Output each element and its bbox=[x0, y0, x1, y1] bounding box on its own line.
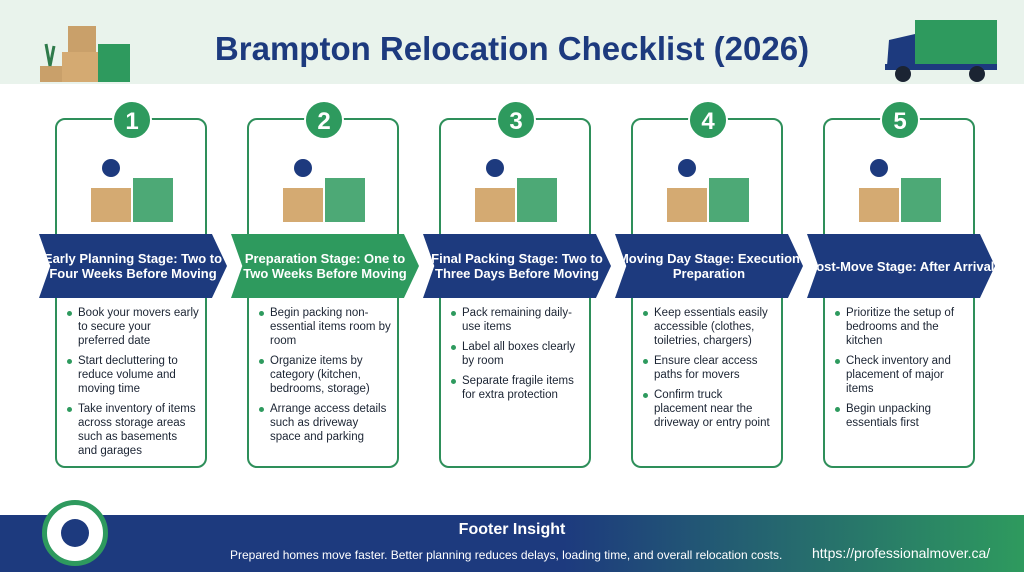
stage-illustration bbox=[91, 159, 173, 222]
stage-title-ribbon: Preparation Stage: One to Two Weeks Befo… bbox=[231, 234, 419, 298]
checklist: Prioritize the setup of bedrooms and the… bbox=[833, 306, 967, 436]
checklist-item: Pack remaining daily-use items bbox=[449, 306, 583, 334]
step-number-badge: 3 bbox=[496, 100, 536, 140]
footer: Footer Insight Prepared homes move faste… bbox=[0, 515, 1024, 572]
stage-illustration bbox=[475, 159, 557, 222]
checklist: Begin packing non-essential items room b… bbox=[257, 306, 391, 450]
checklist-item: Separate fragile items for extra protect… bbox=[449, 374, 583, 402]
stage-card-2: 2 Preparation Stage: One to Two Weeks Be… bbox=[231, 100, 419, 468]
stage-card-1: 1 Early Planning Stage: Two to Four Week… bbox=[39, 100, 227, 468]
stage-illustration bbox=[667, 159, 749, 222]
checklist-item: Label all boxes clearly by room bbox=[449, 340, 583, 368]
checklist-item: Keep essentials easily accessible (cloth… bbox=[641, 306, 775, 348]
stage-title-ribbon: Early Planning Stage: Two to Four Weeks … bbox=[39, 234, 227, 298]
stage-illustration bbox=[283, 159, 365, 222]
stage-title: Early Planning Stage: Two to Four Weeks … bbox=[43, 251, 223, 281]
checklist-item: Begin packing non-essential items room b… bbox=[257, 306, 391, 348]
checklist-item: Book your movers early to secure your pr… bbox=[65, 306, 199, 348]
checklist-item: Take inventory of items across storage a… bbox=[65, 402, 199, 458]
stage-card-4: 4 Moving Day Stage: Execution Preparatio… bbox=[615, 100, 803, 468]
stage-title-ribbon: Moving Day Stage: Execution Preparation bbox=[615, 234, 803, 298]
stage-title: Final Packing Stage: Two to Three Days B… bbox=[431, 251, 603, 281]
step-number-badge: 2 bbox=[304, 100, 344, 140]
checklist: Book your movers early to secure your pr… bbox=[65, 306, 199, 464]
stage-card-3: 3 Final Packing Stage: Two to Three Days… bbox=[423, 100, 611, 468]
stage-card-5: 5 Post-Move Stage: After Arrival Priorit… bbox=[807, 100, 995, 468]
stage-title: Post-Move Stage: After Arrival bbox=[807, 258, 995, 274]
checklist-item: Arrange access details such as driveway … bbox=[257, 402, 391, 444]
checklist-item: Begin unpacking essentials first bbox=[833, 402, 967, 430]
checklist-item: Start decluttering to reduce volume and … bbox=[65, 354, 199, 396]
truck-icon bbox=[885, 20, 997, 82]
stage-title: Preparation Stage: One to Two Weeks Befo… bbox=[243, 251, 407, 281]
stage-title: Moving Day Stage: Execution Preparation bbox=[617, 251, 801, 281]
boxes-illustration bbox=[40, 26, 130, 82]
header-band bbox=[0, 0, 1024, 84]
checklist-item: Confirm truck placement near the drivewa… bbox=[641, 388, 775, 430]
step-number-badge: 4 bbox=[688, 100, 728, 140]
step-number-badge: 1 bbox=[112, 100, 152, 140]
checklist-item: Prioritize the setup of bedrooms and the… bbox=[833, 306, 967, 348]
checklist-item: Check inventory and placement of major i… bbox=[833, 354, 967, 396]
page-title: Brampton Relocation Checklist (2026) bbox=[214, 30, 810, 67]
step-number-badge: 5 bbox=[880, 100, 920, 140]
footer-title: Footer Insight bbox=[458, 521, 566, 538]
stage-illustration bbox=[859, 159, 941, 222]
stage-title-ribbon: Final Packing Stage: Two to Three Days B… bbox=[423, 234, 611, 298]
checklist-item: Ensure clear access paths for movers bbox=[641, 354, 775, 382]
footer-text: Prepared homes move faster. Better plann… bbox=[230, 548, 783, 562]
professional-movers-logo bbox=[42, 500, 108, 566]
checklist-item: Organize items by category (kitchen, bed… bbox=[257, 354, 391, 396]
stage-title-ribbon: Post-Move Stage: After Arrival bbox=[807, 234, 995, 298]
footer-url-link[interactable]: https://professionalmover.ca/ bbox=[812, 545, 991, 561]
checklist: Keep essentials easily accessible (cloth… bbox=[641, 306, 775, 436]
